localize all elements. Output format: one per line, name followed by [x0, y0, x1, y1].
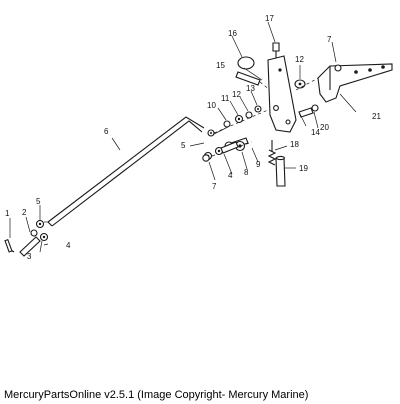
- callout-4-left: 4: [66, 241, 71, 250]
- rod-end-assembly: [4, 219, 49, 257]
- pivot-hardware: [294, 75, 323, 118]
- callout-3: 3: [27, 252, 32, 261]
- callout-12-left: 12: [232, 90, 241, 99]
- callout-12-right: 12: [295, 55, 304, 64]
- callout-7-upper: 7: [327, 35, 332, 44]
- mounting-bracket: [317, 63, 393, 103]
- bracket-plate: [267, 55, 297, 133]
- leader-lines: [9, 21, 357, 253]
- callout-15: 15: [216, 61, 225, 70]
- callout-5-center: 5: [181, 141, 186, 150]
- callout-19: 19: [299, 164, 308, 173]
- callout-20: 20: [320, 123, 329, 132]
- callout-14: 14: [311, 128, 320, 137]
- callout-labels: 1 2 3 4 4 5 5 6 7 7 8 9 10 11 12 12 13 1…: [5, 14, 381, 261]
- callout-8: 8: [244, 168, 249, 177]
- linkage-hardware: [203, 105, 269, 161]
- callout-17: 17: [265, 14, 274, 23]
- callout-11: 11: [221, 94, 230, 103]
- callout-4-center: 4: [228, 171, 233, 180]
- callout-18: 18: [290, 140, 299, 149]
- callout-21: 21: [372, 112, 381, 121]
- image-copyright-caption: MercuryPartsOnline v2.5.1 (Image Copyrig…: [4, 389, 309, 401]
- shift-rod: [47, 116, 205, 227]
- upper-hardware: [235, 42, 280, 91]
- callout-10: 10: [207, 101, 216, 110]
- callout-1: 1: [5, 209, 10, 218]
- callout-9: 9: [256, 160, 261, 169]
- callout-16: 16: [228, 29, 237, 38]
- lower-hardware: [202, 141, 239, 162]
- callout-6: 6: [104, 127, 109, 136]
- lower-shaft: [267, 140, 286, 187]
- exploded-parts-diagram: 1 2 3 4 4 5 5 6 7 7 8 9 10 11 12 12 13 1…: [4, 14, 393, 261]
- callout-5-left: 5: [36, 197, 41, 206]
- callout-2: 2: [22, 208, 27, 217]
- callout-13: 13: [246, 84, 255, 93]
- callout-7-lower: 7: [212, 182, 217, 191]
